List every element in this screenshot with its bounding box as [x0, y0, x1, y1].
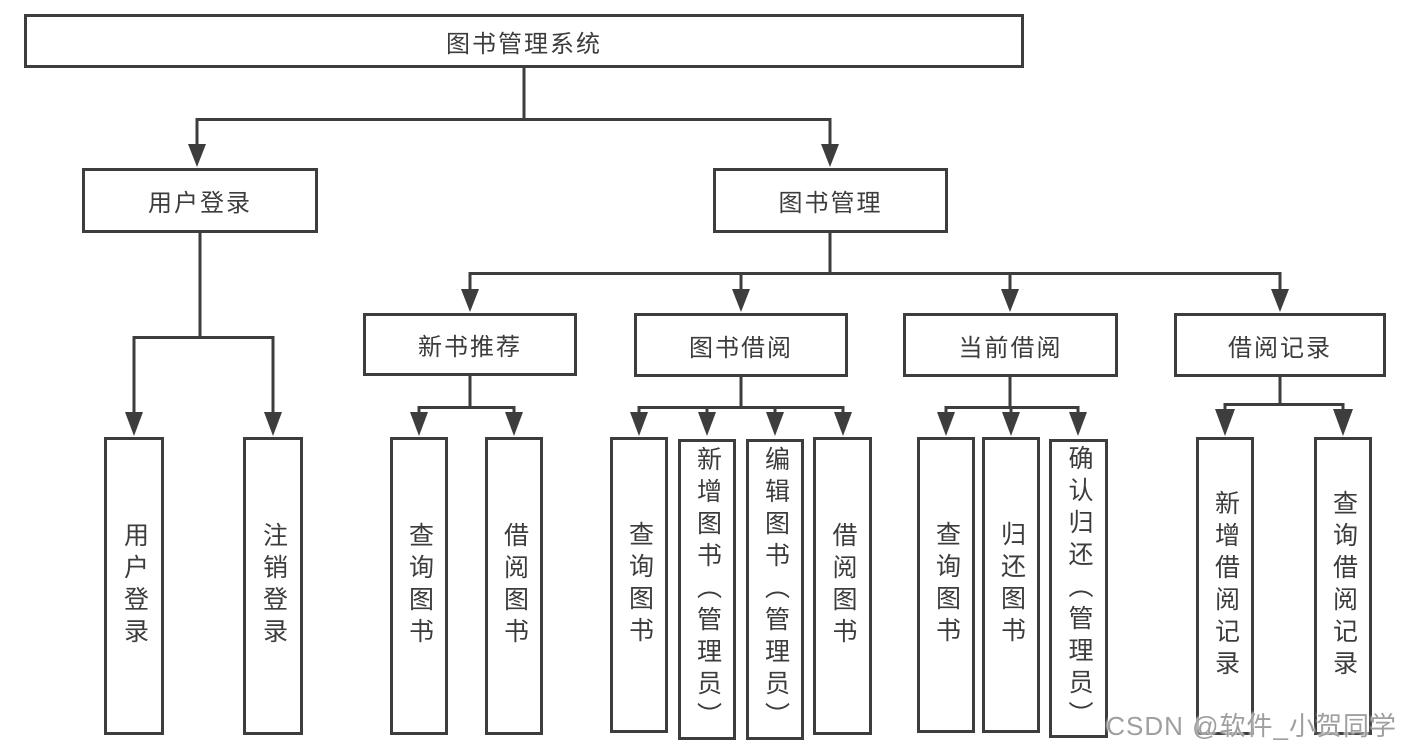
node-label: 借阅图书 — [829, 522, 857, 650]
connector — [132, 336, 275, 418]
leaf-borrow-books-2: 借阅图书 — [813, 437, 872, 735]
leaf-logout: 注销登录 — [243, 437, 303, 735]
leaf-add-books-admin: 新增图书（管理员） — [678, 439, 736, 740]
arrowhead-icon — [1002, 412, 1020, 436]
node-current-borrowing: 当前借阅 — [903, 313, 1118, 377]
node-label: 借阅图书 — [500, 522, 529, 650]
arrowhead-icon — [410, 412, 428, 436]
arrowhead-icon — [188, 144, 206, 167]
arrowhead-icon — [732, 289, 750, 312]
node-borrowing-records: 借阅记录 — [1174, 313, 1386, 377]
connector — [195, 118, 832, 148]
leaf-user-login: 用户登录 — [104, 437, 164, 735]
node-label: 查询图书 — [625, 521, 654, 649]
leaf-return-books: 归还图书 — [982, 437, 1040, 733]
arrowhead-icon — [766, 412, 784, 436]
node-user-login: 用户登录 — [82, 168, 318, 233]
node-label: 编辑图书（管理员） — [761, 445, 790, 734]
node-label: 借阅记录 — [1228, 334, 1332, 362]
node-label: 图书管理 — [778, 190, 883, 217]
node-label: 新增借阅记录 — [1211, 490, 1240, 682]
connector — [637, 406, 845, 418]
connector — [417, 406, 516, 418]
node-label: 查询图书 — [405, 522, 434, 650]
arrowhead-icon — [834, 412, 852, 436]
arrowhead-icon — [505, 412, 523, 436]
leaf-query-books-3: 查询图书 — [917, 437, 975, 733]
arrowhead-icon — [630, 412, 648, 436]
node-label: 用户登录 — [120, 522, 149, 650]
leaf-borrow-books-1: 借阅图书 — [485, 437, 543, 735]
node-label: 图书管理系统 — [446, 30, 602, 58]
arrowhead-icon — [1333, 409, 1353, 436]
node-label: 查询图书 — [932, 521, 961, 649]
leaf-query-borrow-record: 查询借阅记录 — [1314, 437, 1372, 735]
arrowhead-icon — [698, 412, 716, 436]
connector — [468, 272, 1282, 293]
leaf-add-borrow-record: 新增借阅记录 — [1196, 437, 1254, 735]
arrowhead-icon — [1215, 409, 1235, 436]
node-label: 归还图书 — [997, 521, 1026, 649]
node-label: 新增图书（管理员） — [693, 445, 722, 734]
leaf-query-books-2: 查询图书 — [610, 437, 668, 733]
connector — [1223, 403, 1345, 414]
arrowhead-icon — [461, 289, 479, 312]
node-label: 确认归还（管理员） — [1065, 444, 1093, 733]
node-book-management: 图书管理 — [713, 168, 948, 233]
node-new-book-recommendation: 新书推荐 — [363, 313, 577, 376]
node-root: 图书管理系统 — [24, 14, 1024, 68]
node-label: 用户登录 — [148, 190, 252, 217]
arrowhead-icon — [1001, 289, 1019, 312]
arrowhead-icon — [821, 144, 839, 167]
leaf-edit-books-admin: 编辑图书（管理员） — [746, 439, 804, 740]
node-label: 新书推荐 — [418, 334, 522, 361]
node-label: 当前借阅 — [958, 334, 1063, 362]
node-book-borrowing: 图书借阅 — [634, 313, 848, 377]
arrowhead-icon — [1069, 412, 1087, 436]
arrowheads — [125, 144, 1353, 436]
node-label: 图书借阅 — [689, 334, 793, 362]
leaf-confirm-return-admin: 确认归还（管理员） — [1049, 439, 1108, 738]
arrowhead-icon — [264, 412, 282, 436]
arrowhead-icon — [125, 412, 143, 436]
leaf-query-books-1: 查询图书 — [390, 437, 448, 735]
node-label: 查询借阅记录 — [1329, 490, 1358, 682]
arrowhead-icon — [1271, 289, 1289, 312]
arrowhead-icon — [937, 412, 955, 436]
node-label: 注销登录 — [259, 522, 288, 650]
